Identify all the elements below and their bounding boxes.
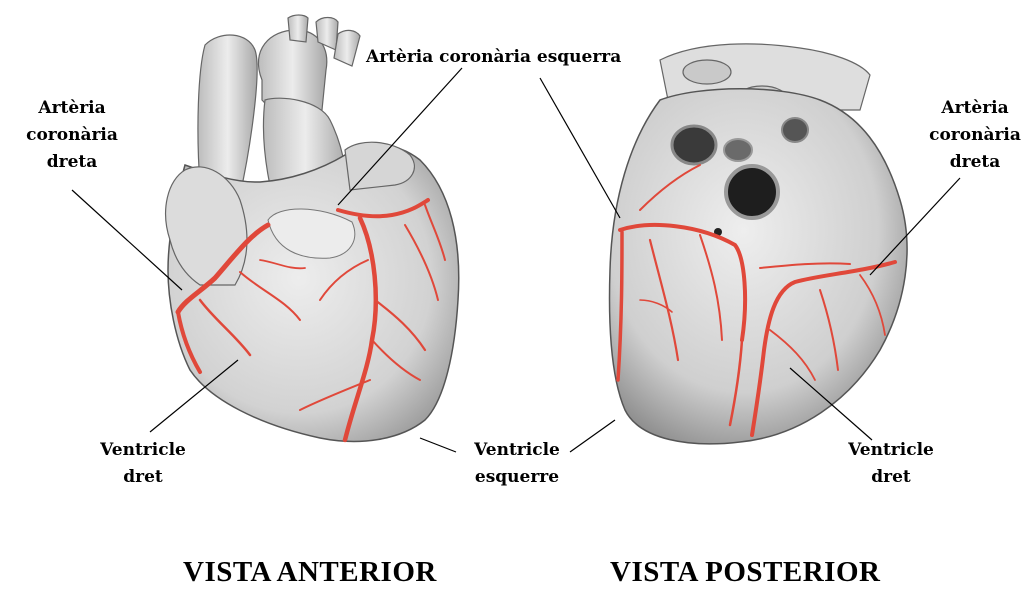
posterior-heart xyxy=(610,44,908,444)
pulmonary-vein-opening-1 xyxy=(672,126,716,164)
view-title-anterior: VISTA ANTERIOR xyxy=(183,556,437,589)
pulmonary-vein-opening-3 xyxy=(782,118,808,142)
label-left-coronary-artery: Artèria coronària esquerra xyxy=(366,44,621,71)
subclavian-vessel xyxy=(334,30,360,66)
label-right-ventricle-posterior: Ventricle dret xyxy=(826,437,956,491)
brachiocephalic-vessel xyxy=(288,15,308,42)
pulmonary-vein-opening-4 xyxy=(724,139,752,161)
anterior-heart xyxy=(166,15,459,441)
label-right-coronary-artery-posterior: Artèria coronària dreta xyxy=(915,95,1035,176)
label-right-coronary-artery-anterior: Artèria coronària dreta xyxy=(12,95,132,176)
pulmonary-vein-opening-2 xyxy=(726,166,778,218)
label-left-ventricle: Ventricle esquerre xyxy=(452,437,582,491)
view-title-posterior: VISTA POSTERIOR xyxy=(610,556,880,589)
label-right-ventricle-anterior: Ventricle dret xyxy=(78,437,208,491)
